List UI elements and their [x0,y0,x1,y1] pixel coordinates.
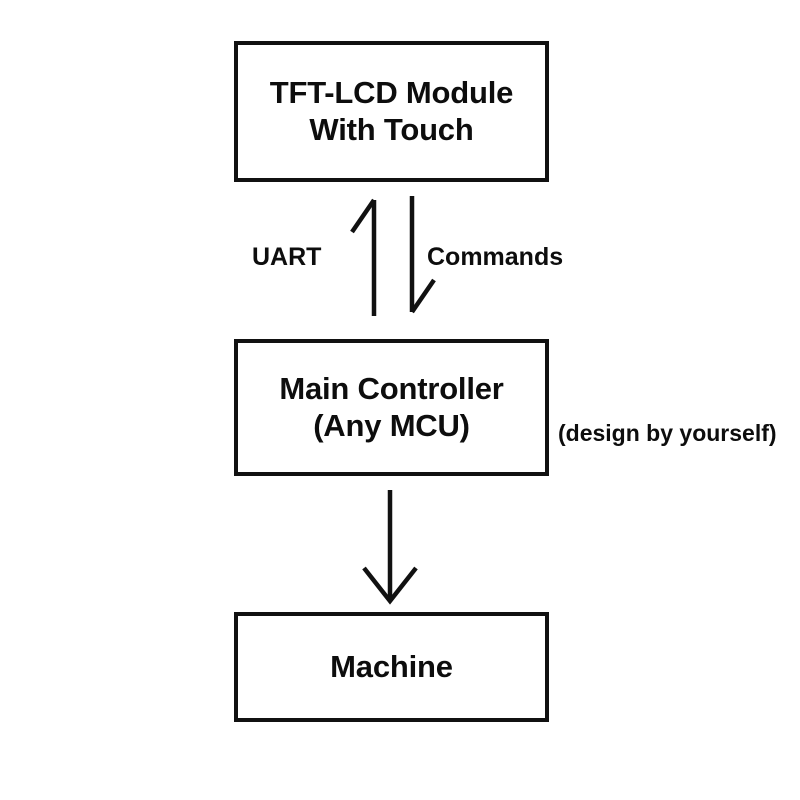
arrow-controller-to-machine-head [362,566,418,605]
arrow-controller-to-machine [362,490,418,605]
arrow-commands-head-right-barb [410,278,436,314]
arrow-uart-up [350,198,377,316]
annotation-design-by-yourself: (design by yourself) [558,420,777,446]
block-main-controller-line-1: Main Controller [279,370,504,406]
edge-label-uart: UART [252,243,322,271]
block-tft-lcd-line-1: TFT-LCD Module [269,74,514,110]
block-main-controller[interactable]: Main Controller (Any MCU) [234,339,549,476]
edge-label-commands: Commands [427,243,564,271]
block-tft-lcd-line-2: With Touch [309,111,474,147]
block-machine[interactable]: Machine [234,612,549,722]
block-tft-lcd-module[interactable]: TFT-LCD Module With Touch [234,41,549,182]
arrow-uart-head-left-barb [350,198,376,234]
block-main-controller-line-2: (Any MCU) [313,407,470,443]
block-machine-line-1: Machine [330,648,453,684]
